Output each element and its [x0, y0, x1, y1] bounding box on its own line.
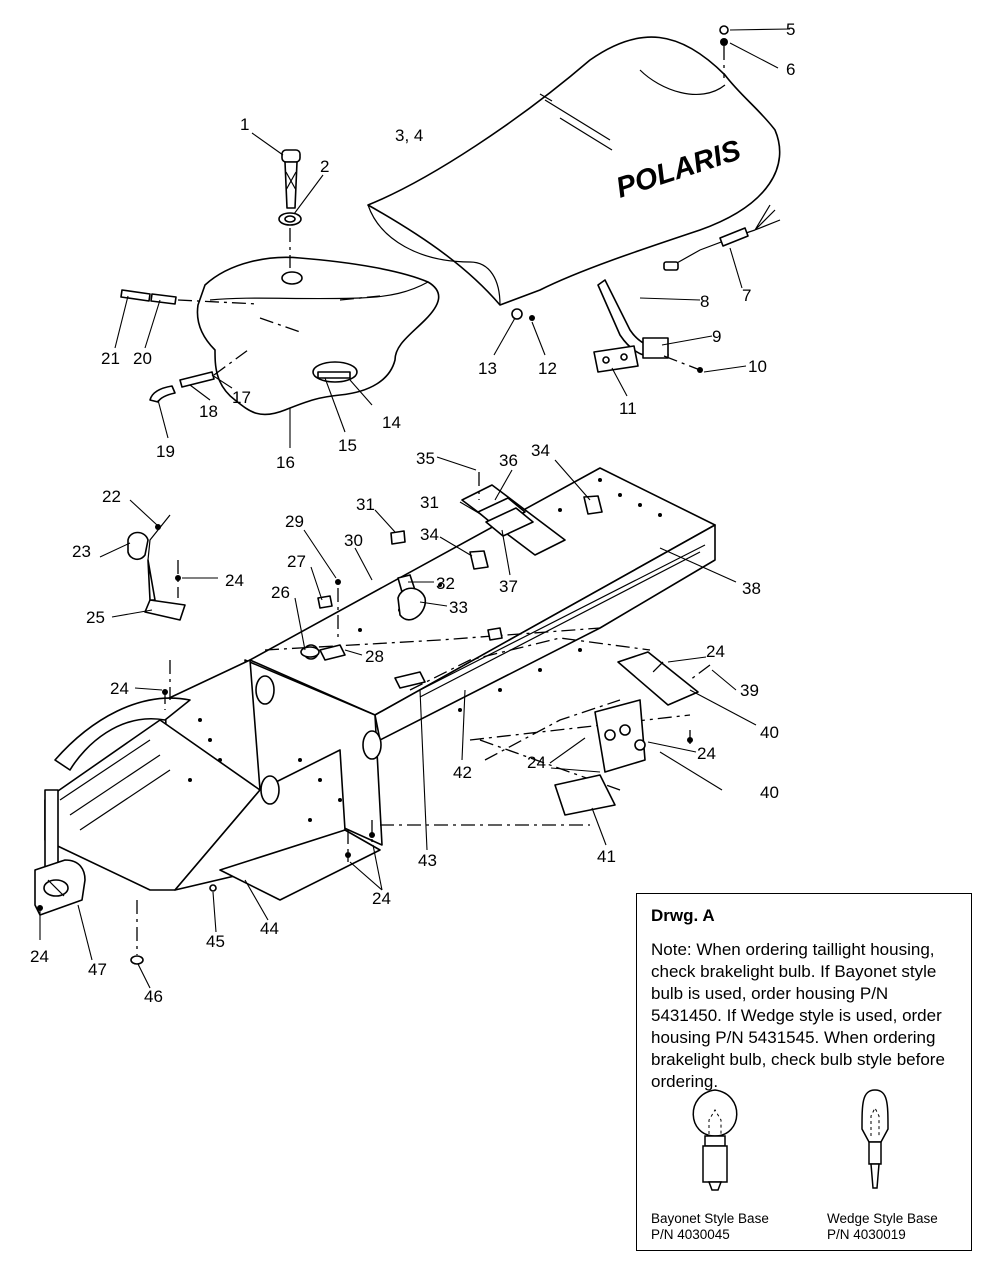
callout-34-b: 34: [531, 441, 550, 460]
callout-20: 20: [133, 349, 152, 368]
callout-8: 8: [700, 292, 709, 311]
callout-38: 38: [742, 579, 761, 598]
seat: POLARIS: [367, 36, 781, 306]
callout-26: 26: [271, 583, 290, 602]
wedge-pn: P/N 4030019: [827, 1227, 906, 1242]
callout-5: 5: [786, 20, 795, 39]
taillight: [34, 627, 503, 965]
callout-32: 32: [436, 574, 455, 593]
seat-fasteners: [511, 25, 729, 321]
callout-43: 43: [418, 851, 437, 870]
wedge-label: Wedge Style Base: [827, 1211, 938, 1226]
callout-45: 45: [206, 932, 225, 951]
callout-1: 1: [240, 115, 249, 134]
callout-28: 28: [365, 647, 384, 666]
callout-9: 9: [712, 327, 721, 346]
callout-31-a: 31: [356, 495, 375, 514]
callout-14: 14: [382, 413, 401, 432]
callout-35: 35: [416, 449, 435, 468]
callout-24-d: 24: [527, 753, 546, 772]
callout-7: 7: [742, 286, 751, 305]
callout-34-a: 34: [420, 525, 439, 544]
callout-29: 29: [285, 512, 304, 531]
steering-bracket: [127, 514, 186, 621]
callout-21: 21: [101, 349, 120, 368]
callout-40-b: 40: [760, 783, 779, 802]
drawing-a-note: Drwg. A Note: When ordering taillight ho…: [636, 893, 972, 1251]
callout-3-4: 3, 4: [395, 126, 423, 145]
callout-12: 12: [538, 359, 557, 378]
callout-11: 11: [619, 399, 637, 418]
wire-harness: [663, 204, 781, 271]
callout-30: 30: [344, 531, 363, 550]
callout-42: 42: [453, 763, 472, 782]
fuel-cap: [278, 149, 302, 268]
callout-6: 6: [786, 60, 795, 79]
callout-24-a: 24: [225, 571, 244, 590]
callout-24-g: 24: [30, 947, 49, 966]
seat-strap: [593, 279, 703, 373]
note-title: Drwg. A: [651, 906, 715, 925]
callout-15: 15: [338, 436, 357, 455]
callout-16: 16: [276, 453, 295, 472]
callout-37: 37: [499, 577, 518, 596]
callout-27: 27: [287, 552, 306, 571]
bulb-illustrations: [692, 1089, 889, 1191]
leader-lines: [39, 28, 791, 989]
callout-24-f: 24: [110, 679, 129, 698]
callout-24-b: 24: [706, 642, 725, 661]
callout-23: 23: [72, 542, 91, 561]
callout-10: 10: [748, 357, 767, 376]
callout-41: 41: [597, 847, 616, 866]
wedge-bulb-icon: [861, 1089, 889, 1189]
callout-33: 33: [449, 598, 468, 617]
bayonet-pn: P/N 4030045: [651, 1227, 730, 1242]
rear-brackets: [554, 651, 711, 816]
callout-18: 18: [199, 402, 218, 421]
fuel-lines: [120, 289, 351, 403]
callout-36: 36: [499, 451, 518, 470]
bayonet-caption: Bayonet Style Base P/N 4030045: [651, 1211, 769, 1243]
callout-19: 19: [156, 442, 175, 461]
callout-31-b: 31: [420, 493, 439, 512]
callout-25: 25: [86, 608, 105, 627]
callout-39: 39: [740, 681, 759, 700]
callout-2: 2: [320, 157, 329, 176]
bayonet-bulb-icon: [692, 1089, 738, 1191]
callout-22: 22: [102, 487, 121, 506]
callout-44: 44: [260, 919, 279, 938]
callout-47: 47: [88, 960, 107, 979]
callout-24-c: 24: [697, 744, 716, 763]
chassis-frame: [44, 467, 716, 901]
callout-46: 46: [144, 987, 163, 1006]
callout-40-a: 40: [760, 723, 779, 742]
bayonet-label: Bayonet Style Base: [651, 1211, 769, 1226]
callout-13: 13: [478, 359, 497, 378]
callout-labels: 1 2 3, 4 5 6 7 8 9 10 11 12 13 14 15 16 …: [30, 20, 795, 1006]
callout-17: 17: [232, 388, 251, 407]
callout-24-e: 24: [372, 889, 391, 908]
tunnel-hardware: [300, 472, 603, 661]
note-text: Note: When ordering taillight housing, c…: [651, 940, 945, 1091]
wedge-caption: Wedge Style Base P/N 4030019: [827, 1211, 938, 1243]
